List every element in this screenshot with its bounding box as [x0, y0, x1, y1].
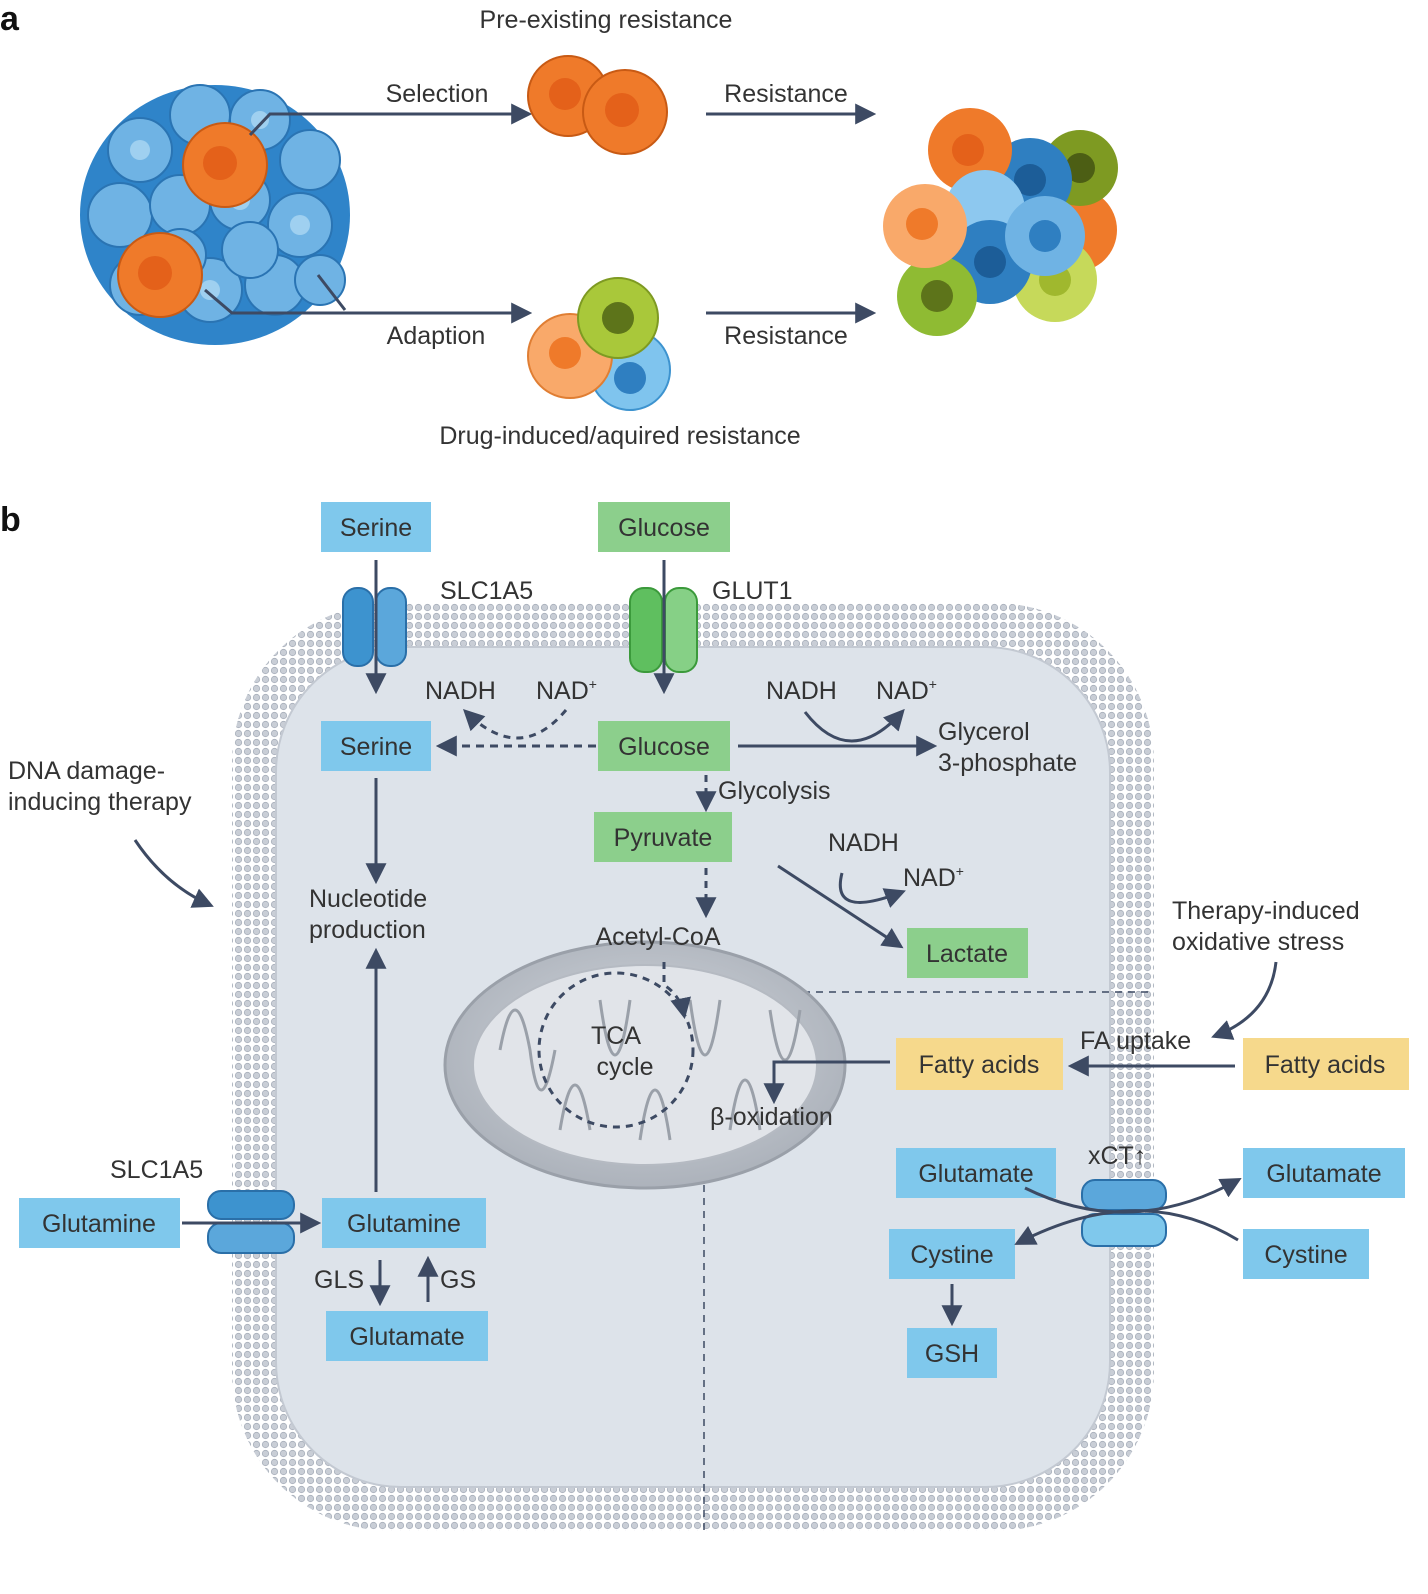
svg-text:Glutamine: Glutamine — [42, 1210, 156, 1238]
serine-inside-box: Serine — [321, 721, 431, 771]
glycerol-label-1: Glycerol — [938, 718, 1030, 746]
glutamate-right-inside-box: Glutamate — [896, 1148, 1056, 1198]
resistance-label-bottom: Resistance — [724, 322, 848, 350]
glucose-outside-box: Glucose — [598, 502, 730, 552]
adaption-arrow — [204, 288, 533, 324]
adaption-branch — [316, 274, 347, 311]
nad-label-2: NAD+ — [876, 676, 937, 705]
adaption-label: Adaption — [387, 322, 486, 350]
tca-cycle-loop — [537, 971, 695, 1129]
nadh-label-2: NADH — [766, 677, 837, 705]
cystine-outside-box: Cystine — [1243, 1229, 1369, 1279]
nad-nadh-dashed-curve — [463, 709, 568, 740]
panel-b-letter: b — [0, 501, 21, 539]
gls-label: GLS — [314, 1266, 364, 1294]
beta-oxidation-label: β-oxidation — [710, 1103, 833, 1131]
tca-label-2: cycle — [597, 1053, 654, 1081]
svg-text:Glutamine: Glutamine — [347, 1210, 461, 1238]
acetyl-coa-label: Acetyl-CoA — [595, 923, 720, 951]
slc1a5-left-transporter-icon — [207, 1190, 295, 1254]
xct-transporter-icon — [1081, 1179, 1167, 1247]
glut1-label: GLUT1 — [712, 577, 793, 605]
glutamate-outside-box: Glutamate — [1243, 1148, 1405, 1198]
gsh-box: GSH — [907, 1328, 997, 1378]
lactate-box: Lactate — [907, 928, 1028, 978]
svg-text:GSH: GSH — [925, 1340, 979, 1368]
nadh-label-1: NADH — [425, 677, 496, 705]
nucleotide-label-2: production — [309, 916, 426, 944]
svg-text:Serine: Serine — [340, 733, 412, 761]
svg-text:Glutamate: Glutamate — [918, 1160, 1033, 1188]
resistance-label-top: Resistance — [724, 80, 848, 108]
dna-damage-label-2: inducing therapy — [8, 788, 192, 816]
resistant-cell-icon — [117, 122, 268, 318]
oxidative-stress-label-1: Therapy-induced — [1172, 897, 1360, 925]
slc1a5-top-transporter-icon — [342, 587, 407, 667]
svg-text:Glucose: Glucose — [618, 514, 710, 542]
fa-uptake-label: FA uptake — [1080, 1027, 1191, 1055]
pyruvate-to-lactate-arrow — [777, 864, 904, 949]
svg-text:Serine: Serine — [340, 514, 412, 542]
acquired-title: Drug-induced/aquired resistance — [439, 422, 800, 450]
xct-label: xCT↑ — [1088, 1142, 1146, 1170]
glycolysis-label: Glycolysis — [718, 777, 831, 805]
tca-label-1: TCA — [591, 1022, 641, 1050]
svg-text:Glutamate: Glutamate — [349, 1323, 464, 1351]
beta-oxidation-arrow — [763, 1060, 890, 1105]
nad-label-3: NAD+ — [903, 863, 964, 892]
svg-text:Glutamate: Glutamate — [1266, 1160, 1381, 1188]
selected-cells-icon — [527, 55, 668, 155]
cystine-inside-box: Cystine — [889, 1229, 1015, 1279]
nucleotide-label-1: Nucleotide — [309, 885, 427, 913]
svg-text:Fatty acids: Fatty acids — [919, 1051, 1040, 1079]
glutamine-inside-box: Glutamine — [322, 1198, 486, 1248]
oxidative-stress-label-2: oxidative stress — [1172, 928, 1344, 956]
resistant-cluster-icon — [883, 108, 1118, 336]
pre-existing-title: Pre-existing resistance — [480, 6, 733, 34]
cystine-import-arrow — [1014, 1209, 1239, 1245]
svg-text:Lactate: Lactate — [926, 940, 1008, 968]
svg-text:Cystine: Cystine — [910, 1241, 993, 1269]
dna-damage-label-1: DNA damage- — [8, 757, 165, 785]
svg-text:Pyruvate: Pyruvate — [614, 824, 713, 852]
pyruvate-box: Pyruvate — [594, 812, 732, 862]
nadh-label-3: NADH — [828, 829, 899, 857]
nad-label-1: NAD+ — [536, 676, 597, 705]
nadh-nad-curve-3 — [838, 872, 906, 908]
acetylcoa-to-tca-arrow — [662, 962, 691, 1020]
slc1a5-top-label: SLC1A5 — [440, 577, 533, 605]
fatty-acids-outside-box: Fatty acids — [1243, 1038, 1409, 1090]
adapted-cells-icon — [527, 277, 671, 411]
svg-text:Cystine: Cystine — [1264, 1241, 1347, 1269]
selection-label: Selection — [386, 80, 489, 108]
glucose-inside-box: Glucose — [598, 721, 730, 771]
selection-arrow — [248, 103, 533, 137]
serine-outside-box: Serine — [321, 502, 431, 552]
gs-label: GS — [440, 1266, 476, 1294]
mitochondrion-icon — [443, 940, 847, 1190]
fatty-acids-inside-box: Fatty acids — [896, 1038, 1063, 1090]
oxidative-stress-arrow — [1211, 961, 1278, 1040]
glycerol-label-2: 3-phosphate — [938, 749, 1077, 777]
glut1-transporter-icon — [629, 587, 698, 673]
dna-damage-arrow — [133, 839, 214, 908]
nadh-nad-curve-2 — [803, 708, 905, 743]
svg-text:Glucose: Glucose — [618, 733, 710, 761]
slc1a5-left-label: SLC1A5 — [110, 1156, 203, 1184]
panel-a-letter: a — [0, 0, 20, 38]
svg-text:Fatty acids: Fatty acids — [1265, 1051, 1386, 1079]
glutamine-outside-box: Glutamine — [19, 1198, 180, 1248]
glutamate-inside-box: Glutamate — [326, 1311, 488, 1361]
